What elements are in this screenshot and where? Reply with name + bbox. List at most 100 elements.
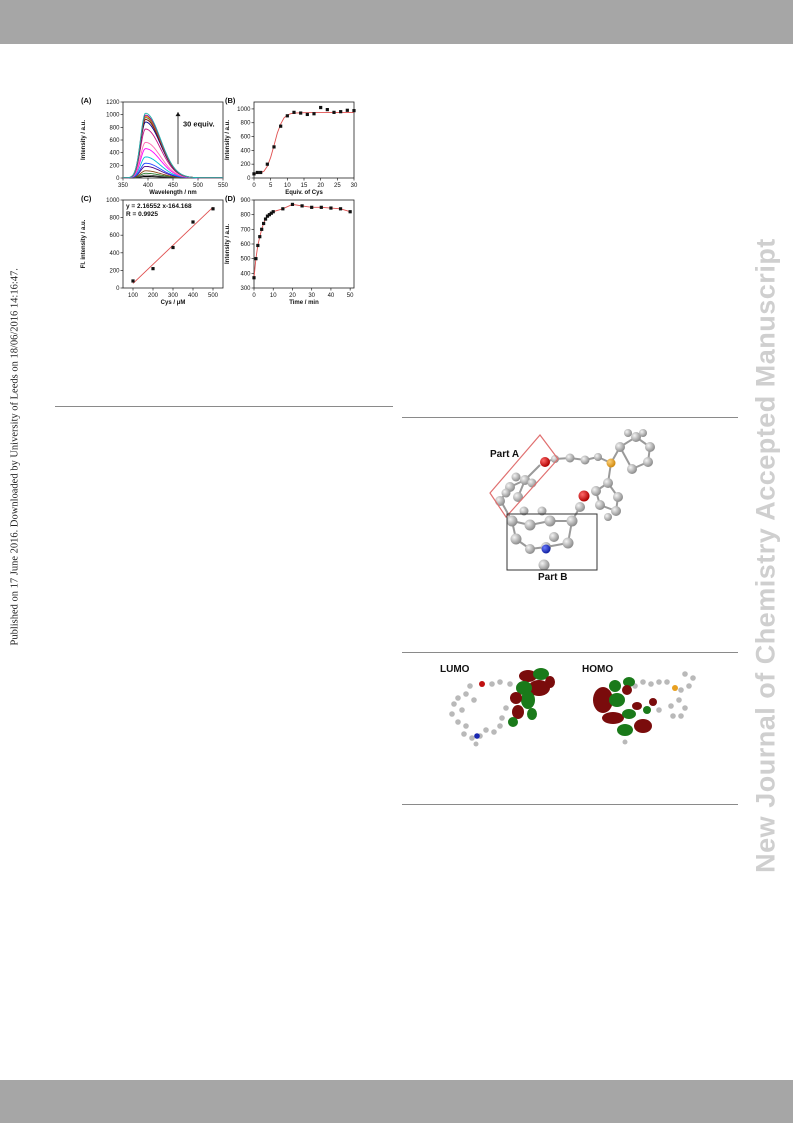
x-tick-label: 40 — [328, 293, 335, 299]
publication-watermark: Published on 17 June 2016. Downloaded by… — [9, 268, 21, 646]
data-point — [338, 207, 343, 211]
y-tick-label: 400 — [109, 151, 120, 157]
fit-equation: y = 2.16552 x-164.168 — [126, 203, 192, 210]
lumo-label: LUMO — [440, 664, 470, 675]
x-tick-label: 30 — [351, 183, 358, 189]
y-tick-label: 400 — [109, 251, 120, 257]
data-point — [252, 172, 256, 176]
x-axis-label: Time / min — [289, 300, 319, 306]
data-point — [254, 257, 258, 261]
y-tick-label: 1000 — [106, 113, 120, 119]
x-tick-label: 25 — [334, 183, 341, 189]
lumo-orbital — [449, 668, 555, 747]
y-tick-label: 1200 — [106, 100, 120, 106]
data-point — [332, 110, 336, 114]
x-tick-label: 5 — [269, 183, 273, 189]
y-tick-label: 1000 — [106, 198, 120, 204]
y-tick-label: 800 — [240, 121, 251, 127]
data-point — [319, 105, 323, 110]
y-tick-label: 400 — [240, 271, 251, 277]
x-tick-label: 500 — [193, 183, 204, 189]
x-tick-label: 50 — [347, 293, 354, 299]
data-point — [258, 235, 262, 239]
y-tick-label: 600 — [240, 242, 251, 248]
fit-line — [132, 206, 214, 284]
data-point — [329, 206, 333, 210]
figure-rule-right-2 — [402, 652, 738, 653]
panel-label: (B) — [225, 96, 236, 105]
data-point — [191, 220, 195, 224]
x-tick-label: 0 — [252, 293, 256, 299]
data-point — [151, 267, 155, 271]
data-point — [279, 124, 283, 128]
homo-orbital — [593, 671, 696, 745]
data-point — [263, 217, 268, 221]
x-tick-label: 20 — [289, 293, 296, 299]
x-tick-label: 350 — [118, 183, 129, 189]
data-point — [310, 205, 314, 209]
y-tick-label: 200 — [109, 163, 120, 169]
data-point — [269, 211, 273, 215]
footer-band — [0, 1080, 793, 1123]
data-point — [345, 108, 349, 112]
x-tick-label: 400 — [188, 293, 199, 299]
data-point — [131, 279, 135, 283]
x-axis-label: Cys / μM — [161, 300, 186, 306]
data-point — [281, 207, 285, 211]
y-axis-label: Fl. intensity / a.u. — [81, 219, 87, 268]
data-point — [285, 114, 289, 118]
data-point — [292, 110, 296, 114]
data-point — [305, 112, 309, 117]
data-point — [262, 221, 266, 226]
x-tick-label: 20 — [317, 183, 324, 189]
data-point — [339, 110, 343, 114]
panel-label: (A) — [81, 96, 92, 105]
figure-rule-left — [55, 406, 393, 407]
y-tick-label: 600 — [240, 135, 251, 141]
y-axis-label: Intensity / a.u. — [225, 120, 231, 160]
y-tick-label: 500 — [240, 257, 251, 263]
data-point — [260, 227, 264, 231]
y-tick-label: 600 — [109, 138, 120, 144]
data-point — [352, 109, 356, 113]
x-tick-label: 30 — [308, 293, 315, 299]
part-a-label: Part A — [490, 449, 520, 460]
journal-watermark: New Journal of Chemistry Accepted Manusc… — [750, 238, 781, 873]
y-axis-label: Intensity / a.u. — [81, 120, 87, 160]
data-point — [211, 207, 215, 211]
y-tick-label: 400 — [240, 148, 251, 154]
x-axis-label: Equiv. of Cys — [285, 190, 323, 196]
data-point — [255, 170, 259, 175]
x-tick-label: 10 — [270, 293, 277, 299]
chart-annotation: 30 equiv. — [183, 120, 215, 129]
fit-r-value: R = 0.9925 — [126, 211, 158, 218]
data-point — [299, 111, 303, 115]
y-tick-label: 800 — [109, 216, 120, 222]
plot-frame — [253, 101, 355, 179]
data-point — [267, 213, 271, 217]
spectrum-series — [123, 112, 223, 179]
x-tick-label: 300 — [168, 293, 179, 299]
part-b-label: Part B — [538, 572, 568, 583]
x-tick-label: 400 — [143, 183, 154, 189]
data-point — [325, 108, 329, 112]
y-tick-label: 200 — [240, 162, 251, 168]
y-tick-label: 200 — [109, 268, 120, 274]
panel-label: (C) — [81, 194, 92, 203]
molecule-structure — [489, 429, 655, 571]
data-point — [252, 276, 256, 280]
data-point — [319, 205, 323, 209]
x-tick-label: 15 — [301, 183, 308, 189]
x-tick-label: 0 — [252, 183, 256, 189]
y-tick-label: 300 — [240, 286, 251, 292]
data-point — [265, 214, 270, 218]
y-tick-label: 800 — [240, 213, 251, 219]
x-tick-label: 100 — [128, 293, 139, 299]
y-axis-label: Intensity / a.u. — [225, 224, 231, 264]
data-point — [312, 112, 316, 116]
x-tick-label: 10 — [284, 183, 291, 189]
data-point — [271, 210, 275, 214]
y-tick-label: 800 — [109, 125, 120, 131]
